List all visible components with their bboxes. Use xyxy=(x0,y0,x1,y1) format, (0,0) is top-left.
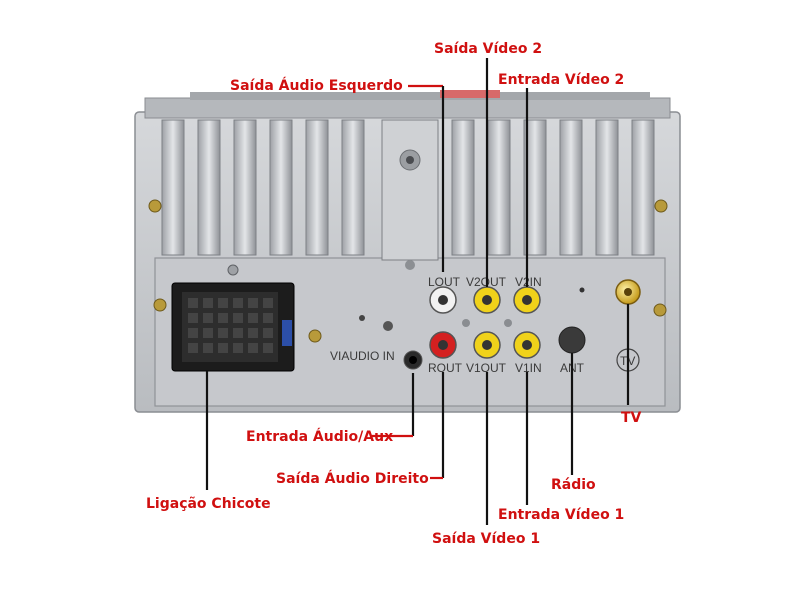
panel-lout-text: LOUT xyxy=(428,275,461,289)
leader-lines xyxy=(205,58,630,525)
panel-v2in-text: V2IN xyxy=(515,275,542,289)
rca-v2out xyxy=(473,286,501,314)
heat-sink-fins xyxy=(161,119,655,270)
label-radio: Rádio xyxy=(551,477,596,493)
rca-v1out xyxy=(473,331,501,359)
rca-v2in xyxy=(513,286,541,314)
rca-lout xyxy=(429,286,457,314)
label-entrada-video-2: Entrada Vídeo 2 xyxy=(498,72,624,88)
label-entrada-video-1: Entrada Vídeo 1 xyxy=(498,507,624,523)
label-tv: TV xyxy=(621,410,642,426)
label-ligacao-chicote: Ligação Chicote xyxy=(146,496,271,512)
panel-audio-in-text: VIAUDIO IN xyxy=(330,349,395,363)
rca-v1in xyxy=(513,331,541,359)
mounting-screws xyxy=(148,199,668,343)
label-saida-video-1: Saída Vídeo 1 xyxy=(432,531,540,547)
panel-rout-text: ROUT xyxy=(428,361,463,375)
harness-connector xyxy=(171,282,295,372)
rca-rout xyxy=(429,331,457,359)
label-saida-audio-direito: Saída Áudio Direito xyxy=(276,470,429,487)
aux-jack xyxy=(403,350,423,370)
label-entrada-audio-aux: Entrada Áudio/Aux xyxy=(246,428,393,445)
panel-v1in-text: V1IN xyxy=(515,361,542,375)
label-saida-audio-esquerdo: Saída Áudio Esquerdo xyxy=(230,77,403,94)
panel-v1out-text: V1OUT xyxy=(466,361,507,375)
label-saida-video-2: Saída Vídeo 2 xyxy=(434,41,542,57)
